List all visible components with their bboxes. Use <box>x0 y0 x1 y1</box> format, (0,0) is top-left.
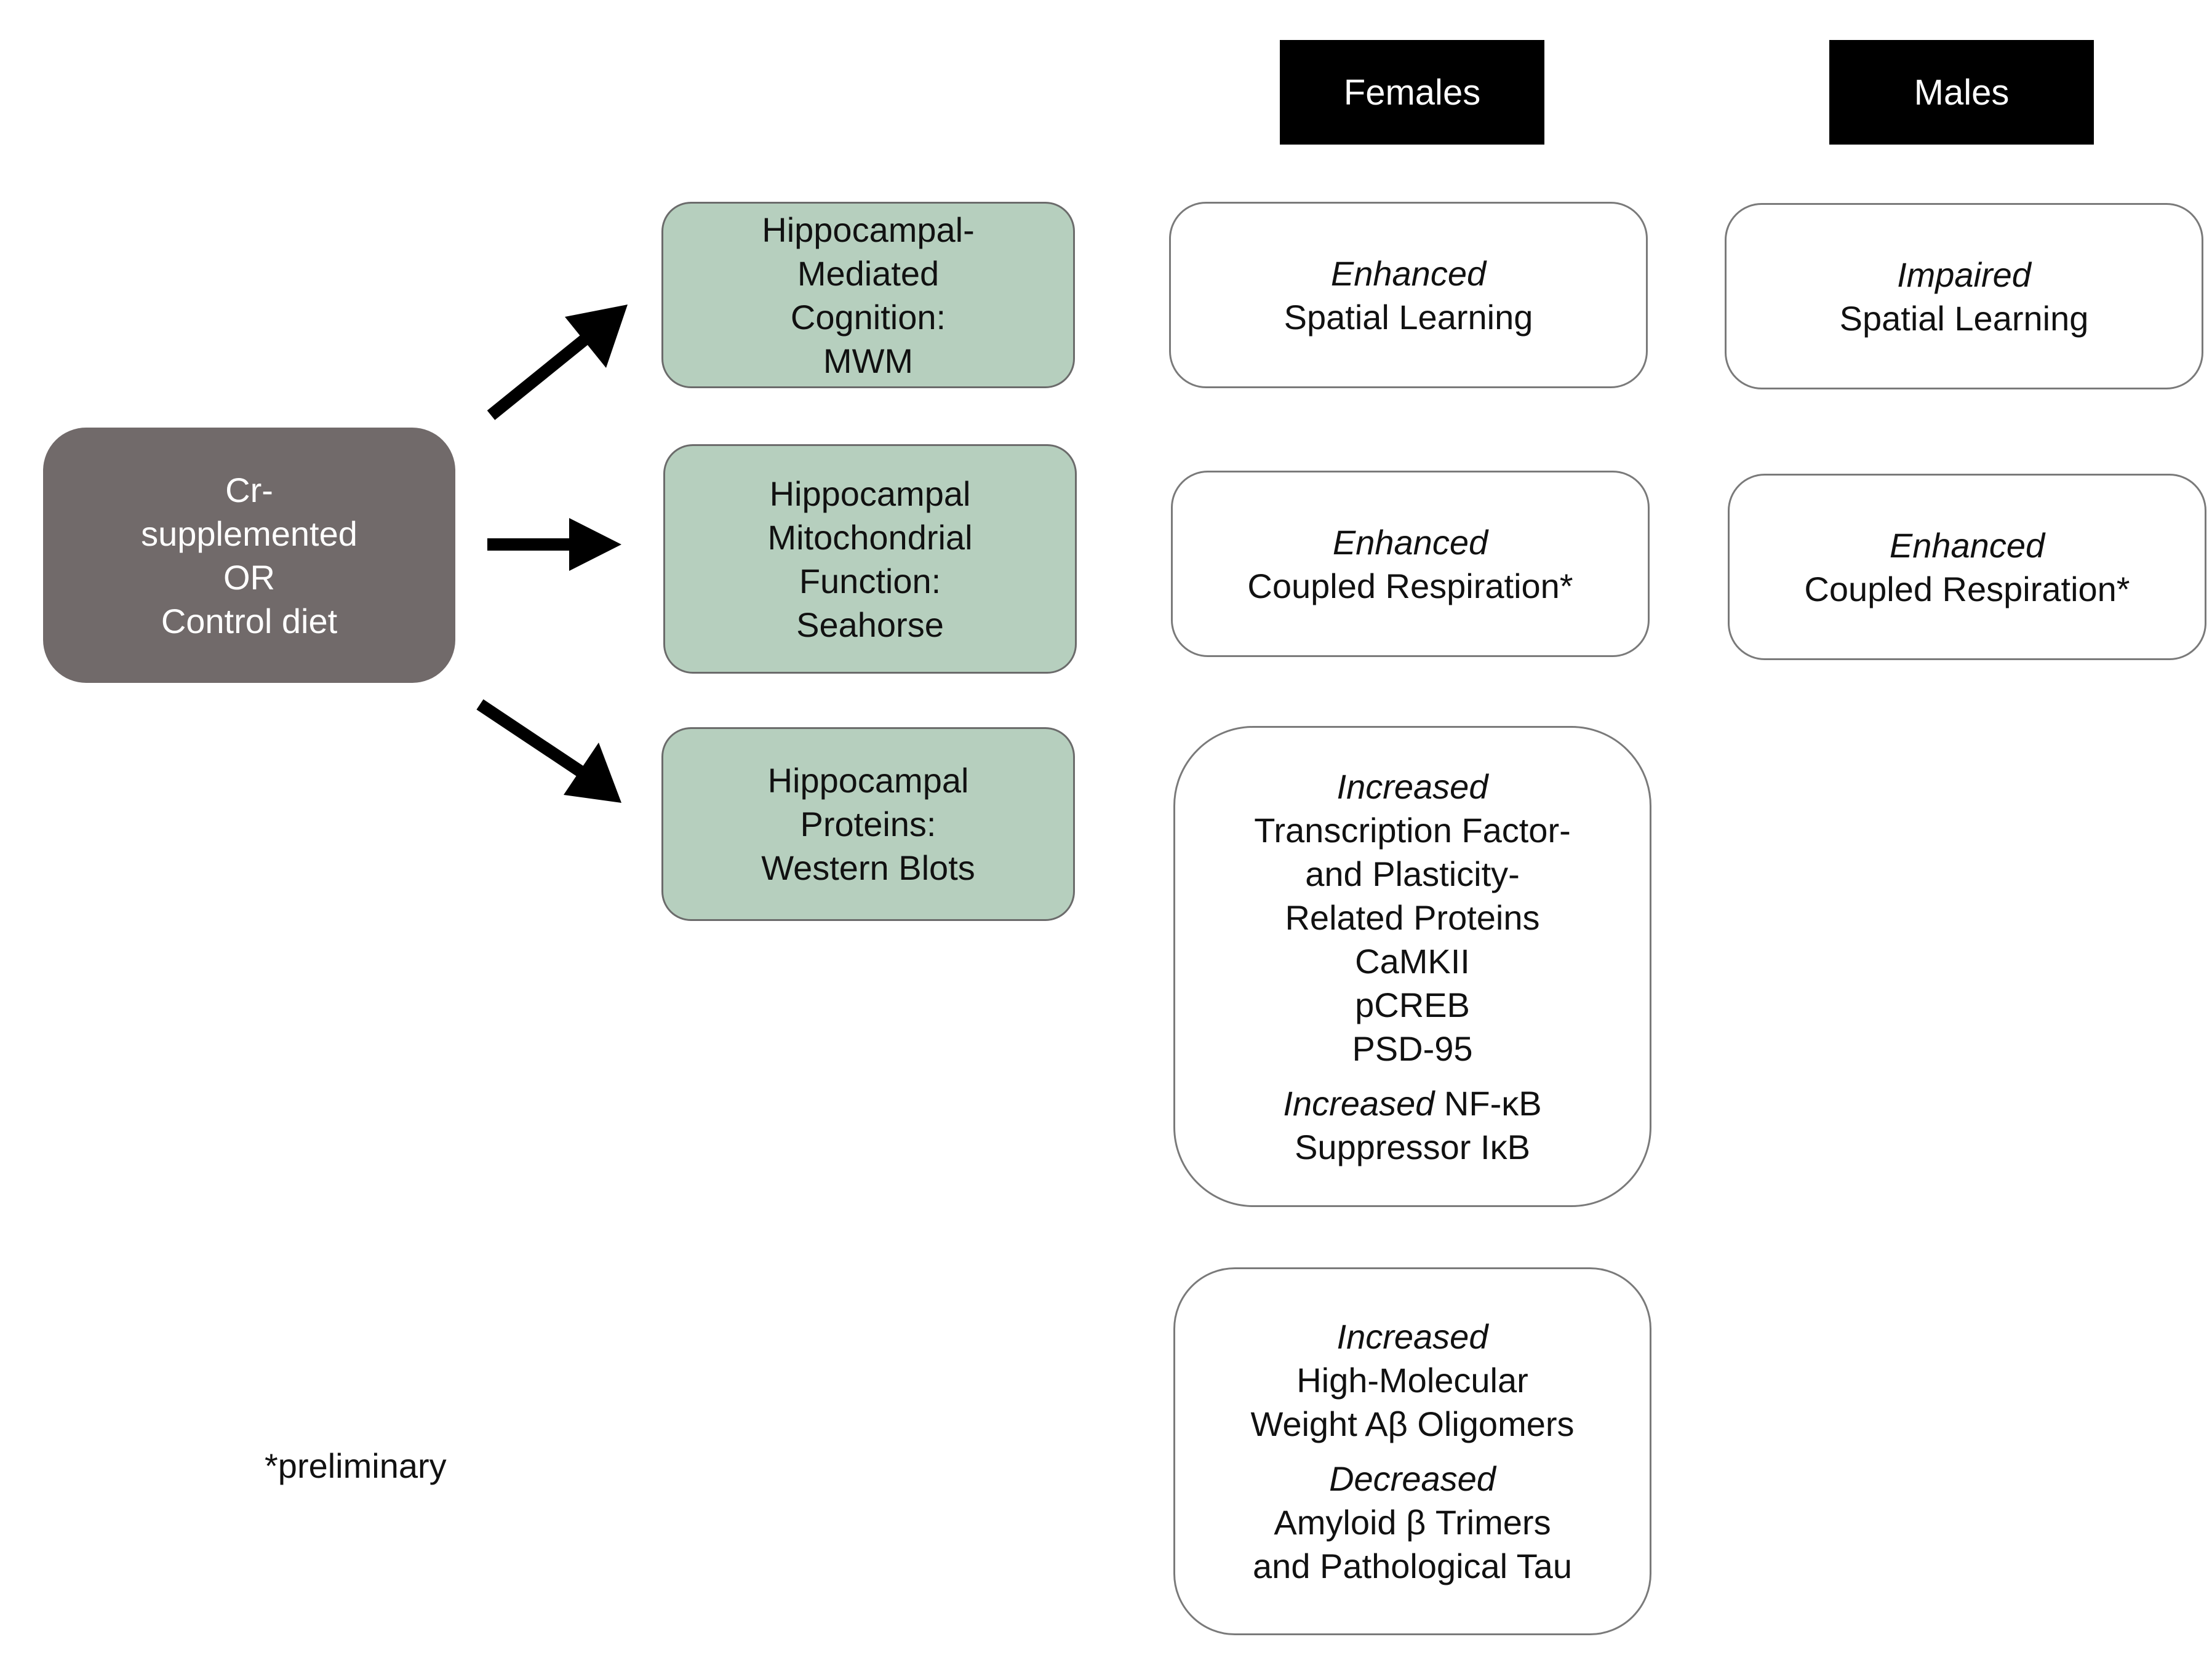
female-spatial-text: Spatial Learning <box>1284 297 1533 337</box>
female-spatial-box: Enhanced Spatial Learning <box>1169 202 1648 388</box>
assay-line: Hippocampal- <box>762 210 975 249</box>
source-line: OR <box>223 557 275 597</box>
assay-line: Hippocampal <box>767 761 969 800</box>
female-nfkb-line2: Suppressor IκB <box>1295 1127 1530 1166</box>
assay-line: Proteins: <box>800 805 936 843</box>
female-amyloid-line: Weight Aβ Oligomers <box>1250 1405 1575 1443</box>
male-spatial-qualifier: Impaired <box>1897 255 2031 294</box>
assay-line: Hippocampal <box>769 474 971 513</box>
female-amyloid-qualifier-1: Increased <box>1336 1317 1488 1356</box>
assay-line: Seahorse <box>796 605 944 644</box>
female-proteins-line: Related Proteins <box>1285 898 1540 937</box>
assay-cognition-box: Hippocampal- Mediated Cognition: MWM <box>661 202 1075 388</box>
female-proteins-line: pCREB <box>1355 985 1470 1024</box>
assay-line: MWM <box>823 341 914 380</box>
female-proteins-box: Increased Transcription Factor- and Plas… <box>1173 726 1651 1207</box>
assay-proteins-box: Hippocampal Proteins: Western Blots <box>661 727 1075 921</box>
female-amyloid-line: High-Molecular <box>1296 1361 1528 1400</box>
footnote: *preliminary <box>265 1446 447 1485</box>
source-line: supplemented <box>141 514 357 553</box>
female-proteins-qualifier: Increased <box>1336 767 1488 806</box>
female-respiration-text: Coupled Respiration* <box>1247 566 1573 605</box>
header-females-label: Females <box>1343 72 1481 113</box>
source-line: Cr- <box>225 470 273 509</box>
male-respiration-qualifier: Enhanced <box>1889 525 2045 565</box>
female-amyloid-line: and Pathological Tau <box>1253 1547 1572 1585</box>
female-amyloid-line: Amyloid β Trimers <box>1274 1503 1551 1542</box>
female-proteins-line: and Plasticity- <box>1305 854 1520 893</box>
arrow-up <box>487 305 628 420</box>
diet-source-box: Cr- supplemented OR Control diet <box>43 428 455 683</box>
female-amyloid-qualifier-2: Decreased <box>1329 1459 1496 1498</box>
assay-line: Function: <box>799 561 941 600</box>
female-nfkb-line: Increased NF-κB <box>1283 1082 1541 1125</box>
male-spatial-box: Impaired Spatial Learning <box>1725 203 2203 389</box>
female-nfkb-text: NF-κB <box>1434 1083 1542 1123</box>
assay-line: Mitochondrial <box>767 517 973 557</box>
female-proteins-line: PSD-95 <box>1352 1029 1473 1068</box>
header-males: Males <box>1829 40 2094 145</box>
female-spatial-qualifier: Enhanced <box>1330 253 1487 293</box>
source-line: Control diet <box>161 601 338 640</box>
male-spatial-text: Spatial Learning <box>1839 298 2089 338</box>
assay-line: Cognition: <box>790 297 946 337</box>
header-females: Females <box>1280 40 1544 145</box>
female-respiration-qualifier: Enhanced <box>1332 522 1488 562</box>
female-proteins-line: Transcription Factor- <box>1254 810 1571 850</box>
arrow-down <box>476 699 621 803</box>
female-nfkb-qualifier: Increased <box>1283 1083 1435 1123</box>
assay-line: Mediated <box>797 253 940 293</box>
arrow-right <box>487 518 621 571</box>
assay-mito-box: Hippocampal Mitochondrial Function: Seah… <box>663 444 1077 674</box>
female-proteins-line: CaMKII <box>1355 941 1470 981</box>
female-amyloid-box: Increased High-Molecular Weight Aβ Oligo… <box>1173 1267 1651 1635</box>
header-males-label: Males <box>1914 72 2010 113</box>
male-respiration-box: Enhanced Coupled Respiration* <box>1728 474 2206 660</box>
male-respiration-text: Coupled Respiration* <box>1804 569 2130 608</box>
female-respiration-box: Enhanced Coupled Respiration* <box>1171 471 1650 657</box>
assay-line: Western Blots <box>761 848 975 887</box>
